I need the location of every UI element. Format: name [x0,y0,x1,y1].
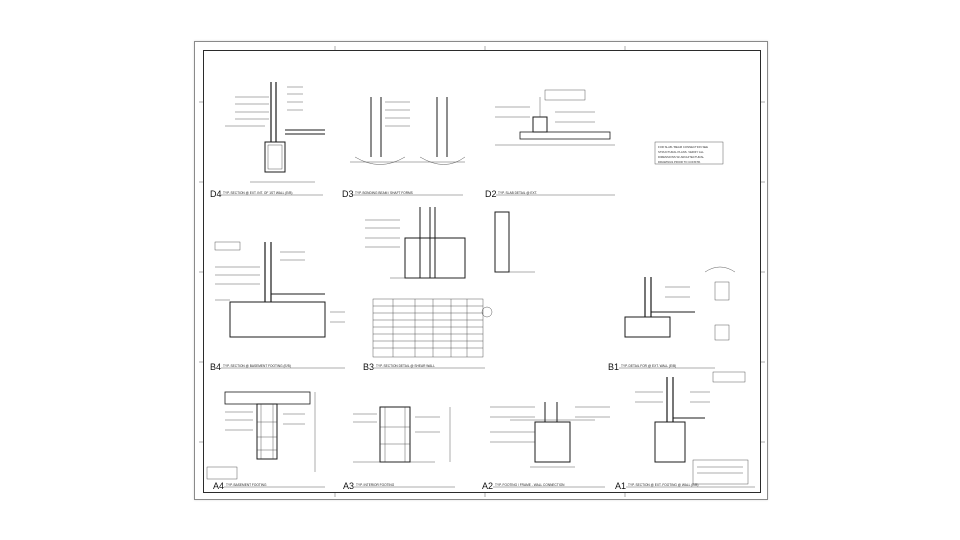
svg-text:A3: A3 [343,481,354,491]
detail-a3-drawing [353,406,451,463]
svg-text:TYP. SLAB DETAIL @ EXT.: TYP. SLAB DETAIL @ EXT. [498,191,537,195]
svg-text:A1: A1 [615,481,626,491]
detail-a2-drawing [490,402,610,468]
svg-text:D2: D2 [485,189,497,199]
svg-text:B1: B1 [608,362,619,372]
svg-text:TYP. BONDING BEAM / SHAFT FORM: TYP. BONDING BEAM / SHAFT FORMS [355,191,413,195]
detail-b3-schedule-table [372,298,484,358]
detail-b1-drawing [624,266,736,341]
detail-b4-drawing [214,241,345,338]
detail-d3-drawing [350,97,466,165]
detail-a1-drawing [635,371,749,485]
svg-text:D3: D3 [342,189,354,199]
border-ticks [199,46,765,497]
svg-text:TYP. BASEMENT FOOTING: TYP. BASEMENT FOOTING [226,483,267,487]
drawing-sheet: FOR SLAB / BEAM CONNECTION SEE STRUCTURA… [194,41,768,500]
svg-text:TYP. SECTION @ EXT. INT. OF 1S: TYP. SECTION @ EXT. INT. OF 1ST WALL (E/… [223,191,292,195]
svg-text:B3: B3 [363,362,374,372]
svg-text:TYP. DETAIL FOR @ EXT. WALL (E: TYP. DETAIL FOR @ EXT. WALL (E/B) [621,364,676,368]
svg-text:A4: A4 [213,481,224,491]
general-note-box: FOR SLAB / BEAM CONNECTION SEE STRUCTURA… [654,141,724,165]
detail-a4-drawing [206,391,316,480]
svg-text:TYP. SECTION DETAIL @ SHEAR WA: TYP. SECTION DETAIL @ SHEAR WALL [376,364,435,368]
detail-d4-drawing [225,82,325,183]
svg-text:D4: D4 [210,189,222,199]
svg-text:TYP. FOOTING / FRAME - WALL CO: TYP. FOOTING / FRAME - WALL CONNECTION [495,483,565,487]
note-line-4: DRAWINGS PRIOR TO CONSTR. [658,160,701,164]
note-line-2: STRUCTURAL PLANS. VERIFY ALL [658,150,704,154]
svg-text:TYP. SECTION @ BASEMENT FOOTIN: TYP. SECTION @ BASEMENT FOOTING (E/B) [223,364,291,368]
svg-text:A2: A2 [482,481,493,491]
note-line-1: FOR SLAB / BEAM CONNECTION SEE [658,145,708,149]
detail-d2-drawing [495,89,615,146]
svg-text:TYP. SECTION @ EXT. FOOTING @: TYP. SECTION @ EXT. FOOTING @ WALL (E/B) [628,483,698,487]
svg-text:B4: B4 [210,362,221,372]
sheet-border [203,50,761,493]
construction-details-drawing: FOR SLAB / BEAM CONNECTION SEE STRUCTURA… [199,46,765,497]
detail-b3-drawing [365,207,535,318]
svg-text:TYP. INTERIOR FOOTING: TYP. INTERIOR FOOTING [356,483,395,487]
note-line-3: DIMENSIONS W/ ARCHITECTURAL [658,155,704,159]
